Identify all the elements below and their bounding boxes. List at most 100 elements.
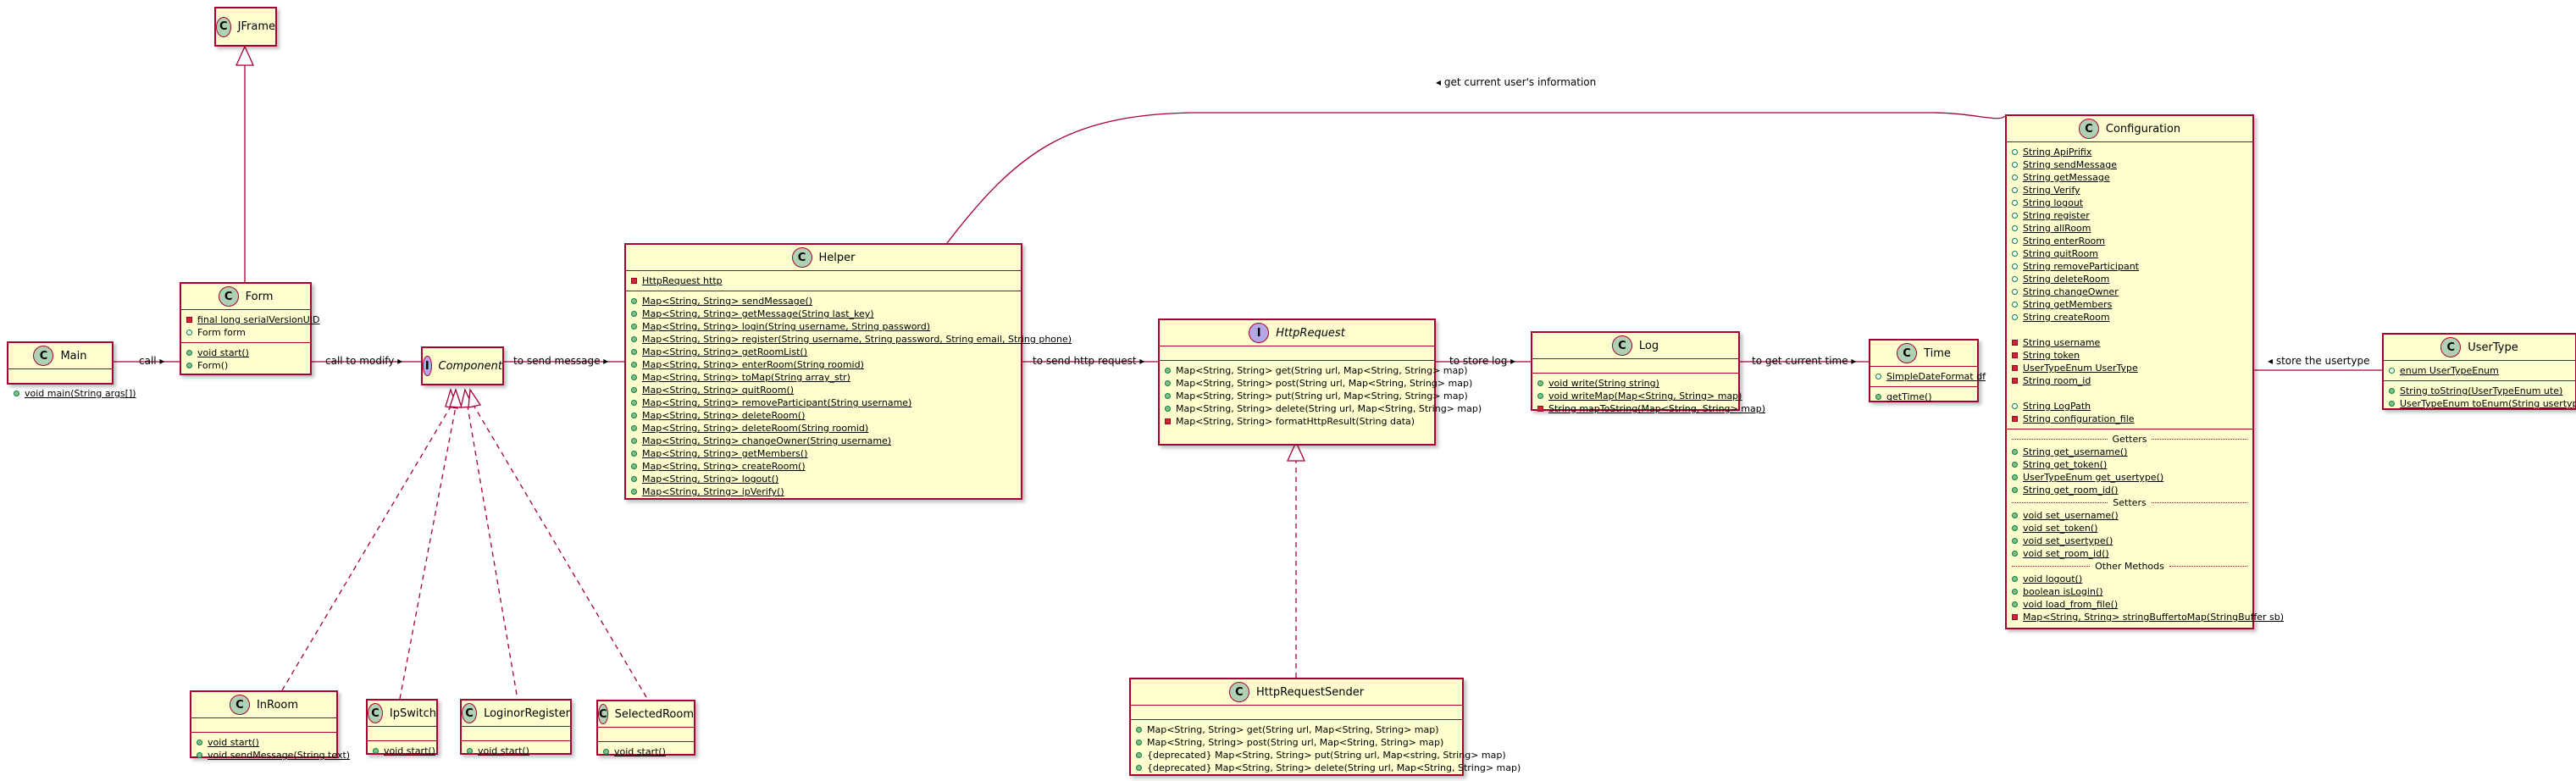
section-label: Setters [2113,497,2147,508]
method-text: Map<String, String> ipVerify() [642,486,784,497]
class-icon: C [229,695,250,715]
class-name: Configuration [2105,122,2181,136]
class-icon: C [791,247,812,268]
field-row: String removeParticipant [2012,260,2247,273]
method-row: void start() [373,745,435,757]
edge-label-config-helper: ◂ get current user's information [1436,76,1597,88]
public-visibility-icon [2012,589,2018,595]
protected-visibility-icon [2012,174,2018,180]
public-visibility-icon [631,438,637,444]
class-icon: C [216,16,231,37]
field-row: String Verify [2012,184,2247,197]
method-text: void logout() [2023,573,2083,584]
private-visibility-icon [186,317,192,323]
edge-loginorregister-component [467,406,518,695]
protected-visibility-icon [186,330,192,335]
private-visibility-icon [2012,416,2018,422]
class-name: Main [60,349,87,363]
method-text: Map<String, String> deleteRoom(String ro… [642,423,869,434]
method-row: String get_token() [2012,458,2247,471]
protected-visibility-icon [2012,263,2018,269]
field-row: String getMessage [2012,171,2247,184]
class-name: SelectedRoom [614,707,694,721]
field-text: String allRoom [2023,223,2091,234]
field-row: String enterRoom [2012,235,2247,247]
field-text: String room_id [2023,375,2091,386]
class-icon: C [368,703,383,723]
public-visibility-icon [631,489,637,495]
public-visibility-icon [373,748,379,754]
field-text: String configuration_file [2023,413,2135,424]
field-text: HttpRequest http [642,275,723,286]
public-visibility-icon [1165,380,1171,386]
edge-label-component-helper: to send message ▸ [513,355,609,367]
methods-compartment: void start() [598,742,694,762]
method-text: void start() [614,746,666,757]
method-text: Map<String, String> changeOwner(String u… [642,435,892,446]
method-row: void set_room_id() [2012,547,2247,560]
method-text: void load_from_file() [2023,599,2119,610]
fields-compartment [191,718,336,733]
method-text: getTime() [1886,391,1932,402]
method-row: Map<String, String> getRoomList() [631,346,1016,358]
interface-icon: I [1249,323,1270,343]
section-separator-getters: Getters [2012,433,2247,446]
public-visibility-icon [186,363,192,368]
public-visibility-icon [631,362,637,368]
class-icon: C [2440,337,2462,357]
method-text: Map<String, String> enterRoom(String roo… [642,359,864,370]
method-row: void start() [197,736,331,749]
public-visibility-icon [14,390,19,396]
method-row: void writeMap(Map<String, String> map) [1537,390,1742,402]
method-text: void start() [478,745,529,756]
method-row: void main(String args[]) [14,387,136,400]
member-spacer [2012,324,2247,336]
protected-visibility-icon [2012,403,2018,409]
private-visibility-icon [2012,614,2018,620]
public-visibility-icon [2012,576,2018,582]
fields-compartment: HttpRequest http [626,271,1021,291]
field-text: String getMembers [2023,299,2113,310]
public-visibility-icon [1136,765,1142,771]
public-visibility-icon [2012,601,2018,607]
public-visibility-icon [2012,551,2018,557]
method-row: UserTypeEnum toEnum(String usertype) [2389,397,2576,410]
public-visibility-icon [2012,525,2018,531]
method-row: Map<String, String> sendMessage() [631,295,1016,307]
method-text: Map<String, String> post(String url, Map… [1176,378,1473,389]
method-row: void start() [186,346,305,359]
methods-compartment: String toString(UserTypeEnum ute)UserTyp… [2384,381,2576,413]
method-row: String toString(UserTypeEnum ute) [2389,385,2570,397]
public-visibility-icon [631,413,637,418]
section-label: Getters [2112,434,2147,445]
method-row: Map<String, String> deleteRoom(String ro… [631,422,1016,435]
class-name: InRoom [256,698,299,712]
method-row: Map<String, String> deleteRoom() [631,409,1016,422]
protected-visibility-icon [2012,276,2018,282]
interface-icon: I [423,356,432,376]
public-visibility-icon [2012,538,2018,544]
class-name: Form [245,290,274,303]
class-name: HttpRequestSender [1255,685,1365,699]
class-name: LoginorRegister [484,706,570,720]
method-text: {deprecated} Map<String, String> delete(… [1147,762,1521,773]
